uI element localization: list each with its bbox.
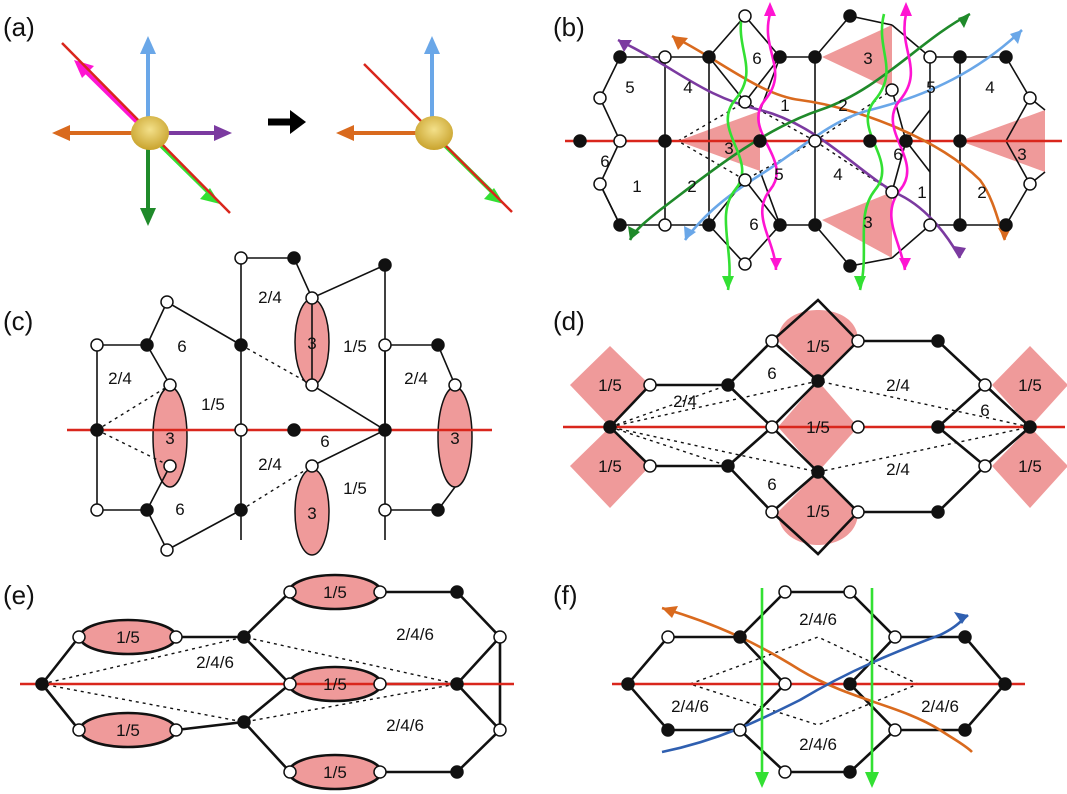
region-label: 1/5: [598, 457, 622, 476]
shaded-diamond: [992, 427, 1067, 508]
region-label: 6: [177, 337, 186, 356]
region-label: 5: [625, 78, 634, 97]
panel-f-label: (f): [553, 580, 578, 610]
region-label: 3: [724, 139, 733, 158]
region-label: 1/5: [323, 763, 347, 782]
region-label: 2/4: [108, 369, 132, 388]
region-label: 2: [687, 177, 696, 196]
shaded-blob: [778, 472, 858, 545]
region-label: 4: [985, 78, 994, 97]
region-label: 1/5: [1018, 376, 1042, 395]
region-label: 1: [632, 177, 641, 196]
panel-f: 2/4/6 2/4/6 2/4/6 2/4/6: [612, 585, 1025, 788]
strand-lightgreen: [724, 13, 748, 291]
panel-b-label: (b): [553, 12, 585, 42]
region-label: 1/5: [323, 675, 347, 694]
particle-2: [415, 116, 453, 150]
region-label: 1/5: [1018, 457, 1042, 476]
panel-c-label: (c): [3, 306, 34, 336]
region-label: 2: [838, 96, 847, 115]
region-label: 2/4/6: [799, 610, 837, 629]
region-label: 2/4/6: [196, 653, 234, 672]
region-label: 1/5: [323, 583, 347, 602]
region-label: 6: [749, 215, 758, 234]
region-label: 2/4: [673, 392, 697, 411]
region-label: 6: [893, 145, 902, 164]
region-label: 4: [833, 165, 842, 184]
region-label: 6: [600, 152, 609, 171]
region-label: 5: [774, 165, 783, 184]
region-label: 6: [980, 401, 989, 420]
strand-magenta: [890, 13, 913, 271]
region-label: 4: [683, 78, 692, 97]
shaded-diamond: [570, 346, 650, 427]
region-label: 6: [752, 49, 761, 68]
region-label: 1/5: [806, 502, 830, 521]
region-label: 3: [863, 49, 872, 68]
strand-orange: [671, 34, 1007, 241]
region-label: 6: [767, 364, 776, 383]
region-label: 1/5: [116, 628, 140, 647]
region-label: 5: [926, 78, 935, 97]
region-label: 6: [320, 432, 329, 451]
panel-e: 1/5 1/5 1/5 2/4/6 2/4/6 1/5 2/4/6 1/5: [20, 573, 514, 791]
region-label: 2/4: [886, 376, 910, 395]
region-label: 2/4/6: [396, 625, 434, 644]
region-label: 1/5: [201, 395, 225, 414]
region-label: 1/5: [343, 479, 367, 498]
region-label: 1/5: [116, 721, 140, 740]
region-label: 2/4/6: [386, 716, 424, 735]
region-label: 3: [450, 429, 459, 448]
shaded-triangle: [822, 25, 892, 90]
region-label: 2/4: [886, 460, 910, 479]
panel-a: [52, 36, 513, 226]
panel-c: 6 2/4 1/5 3 6 2/4 3 1/5 2/4 6 3 1/5 2/4 …: [67, 251, 492, 557]
panel-d: 1/5 1/5 1/5 6 2/4 1/5 6 1/5 2/4 1/5 6 2/…: [563, 298, 1067, 556]
shaded-triangle: [822, 192, 892, 258]
region-label: 2: [977, 183, 986, 202]
region-label: 3: [863, 213, 872, 232]
region-label: 6: [767, 475, 776, 494]
panel-e-label: (e): [3, 580, 35, 610]
region-label: 2/4: [258, 288, 282, 307]
panel-a-label: (a): [3, 12, 35, 42]
region-label: 3: [1017, 145, 1026, 164]
panel-d-label: (d): [553, 306, 585, 336]
strand-purple: [617, 38, 962, 259]
strand-blue: [683, 29, 1023, 241]
region-label: 2/4/6: [799, 735, 837, 754]
region-label: 3: [165, 429, 174, 448]
strand-navy: [661, 614, 969, 754]
region-label: 1: [917, 183, 926, 202]
region-label: 2/4: [404, 369, 428, 388]
region-label: 1/5: [343, 337, 367, 356]
region-label: 6: [175, 500, 184, 519]
shaded-blob: [778, 310, 858, 381]
region-label: 1/5: [598, 376, 622, 395]
region-label: 1: [780, 96, 789, 115]
panel-b: 5 4 6 1 2 5 4 6 3 1 2 3 6 5 4 6 1 2 3 3: [565, 2, 1062, 291]
region-label: 2/4/6: [671, 697, 709, 716]
region-label: 1/5: [806, 418, 830, 437]
region-label: 2/4: [258, 455, 282, 474]
region-label: 1/5: [806, 337, 830, 356]
shaded-diamond: [992, 346, 1067, 427]
transform-arrow: [268, 110, 306, 134]
strand-orange: [661, 606, 973, 753]
region-label: 3: [307, 334, 316, 353]
particle: [131, 116, 169, 150]
region-label: 3: [307, 504, 316, 523]
region-label: 2/4/6: [921, 697, 959, 716]
